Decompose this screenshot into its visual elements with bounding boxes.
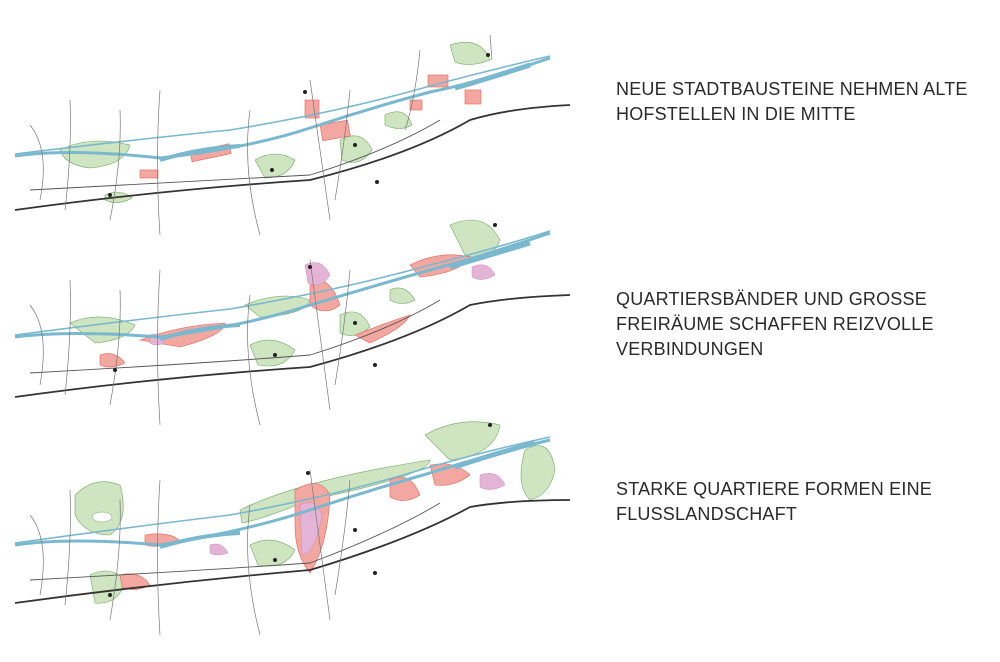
river [454, 440, 536, 470]
river-landscape-map-3 [14, 421, 571, 636]
caption-line: NEUE STADTBAUSTEINE NEHMEN ALTE [616, 79, 968, 99]
river [449, 240, 531, 270]
river [159, 323, 241, 341]
river [14, 55, 551, 155]
diagram-panel-1: NEUE STADTBAUSTEINE NEHMEN ALTE HOFSTELL… [0, 20, 1000, 240]
main-road [29, 299, 441, 374]
railway [14, 104, 571, 211]
diagram-panel-2: QUARTIERSBÄNDER UND GROSSE FREIRÄUME SCH… [0, 205, 1000, 435]
river [454, 62, 531, 91]
green-space [254, 153, 296, 179]
panel-caption-1: NEUE STADTBAUSTEINE NEHMEN ALTE HOFSTELL… [616, 77, 986, 127]
railway [14, 294, 571, 398]
green-space [59, 140, 131, 169]
green-space [449, 41, 491, 65]
river [14, 436, 551, 544]
caption-line: HOFSTELLEN IN DIE MITTE [616, 104, 856, 124]
caption-line: QUARTIERSBÄNDER UND GROSSE [616, 289, 927, 309]
caption-line: FLUSSLANDSCHAFT [616, 504, 798, 524]
green-spaces [69, 219, 501, 367]
secondary-roads [29, 259, 351, 426]
river-landscape-map-2 [14, 219, 571, 426]
river [159, 531, 241, 549]
diagram-panel-3: STARKE QUARTIERE FORMEN EINE FLUSSLANDSC… [0, 405, 1000, 645]
quarter-bands [209, 473, 506, 556]
green-spaces [74, 421, 556, 604]
river [159, 144, 241, 162]
caption-line: STARKE QUARTIERE FORMEN EINE [616, 479, 932, 499]
river-landscape-map-1 [14, 34, 571, 236]
markers [113, 223, 497, 372]
markers [108, 53, 490, 197]
markers [108, 423, 492, 597]
panel-caption-3: STARKE QUARTIERE FORMEN EINE FLUSSLANDSC… [616, 477, 986, 527]
caption-line: VERBINDUNGEN [616, 339, 764, 359]
pond [91, 511, 113, 523]
main-road [29, 119, 441, 191]
caption-line: FREIRÄUME SCHAFFEN REIZVOLLE [616, 314, 934, 334]
green-space [339, 135, 373, 163]
river [14, 230, 551, 336]
main-road [29, 502, 441, 581]
secondary-roads [29, 469, 351, 636]
secondary-roads [29, 34, 493, 236]
railway [14, 499, 571, 604]
green-space [384, 111, 413, 129]
panel-caption-2: QUARTIERSBÄNDER UND GROSSE FREIRÄUME SCH… [616, 287, 986, 362]
